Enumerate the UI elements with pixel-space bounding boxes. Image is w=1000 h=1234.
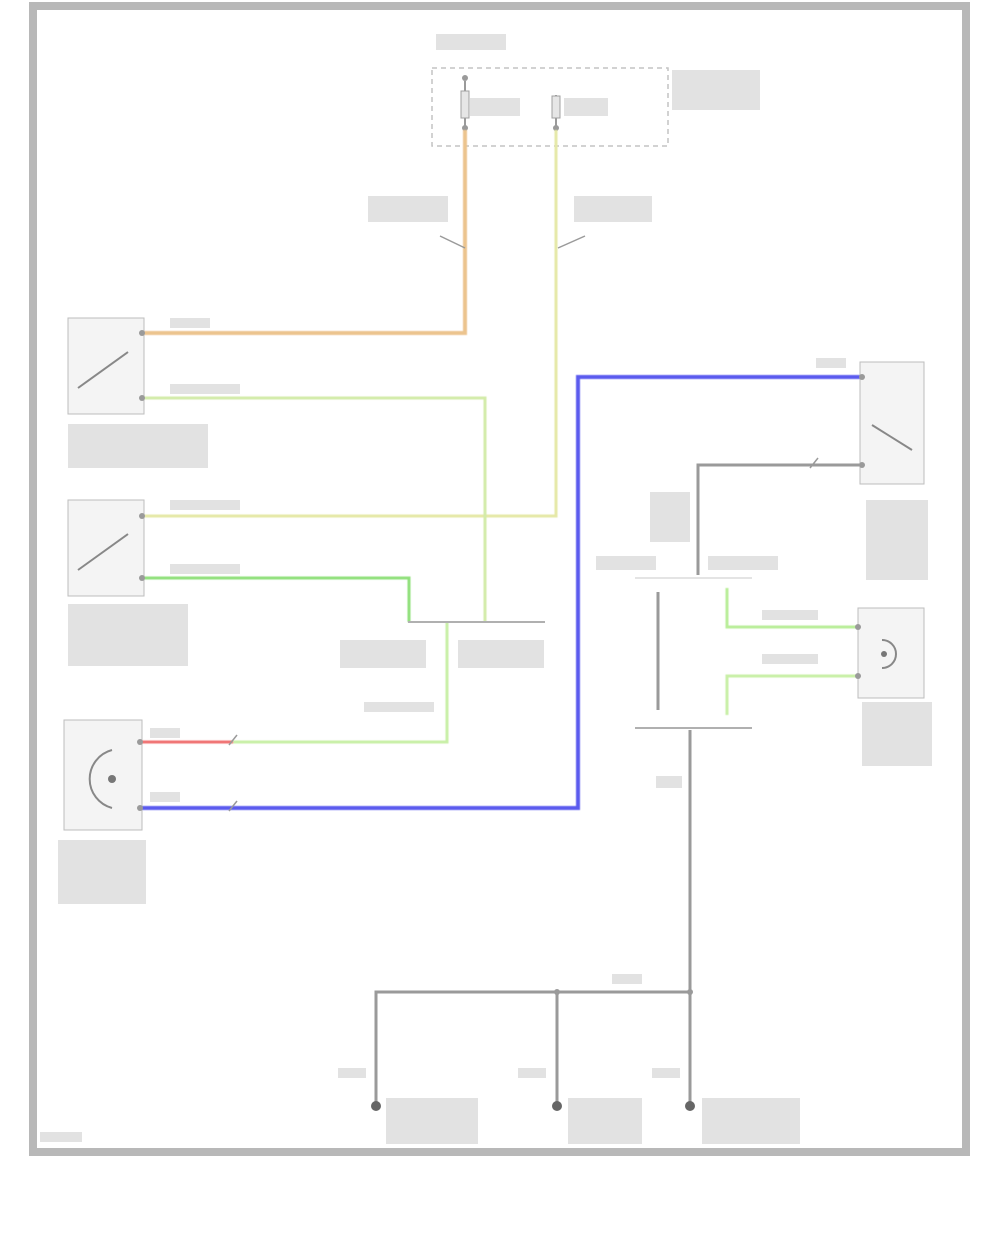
ground-3 — [685, 1101, 695, 1111]
ground-2 — [552, 1101, 562, 1111]
ascd-switch — [67, 499, 145, 597]
ground-3-icon — [685, 1101, 695, 1111]
wire-green-right-b — [725, 674, 858, 715]
wire-green-ascd — [142, 576, 411, 622]
illegible-label-blocks — [40, 34, 932, 1144]
wire-green-right-a — [725, 588, 858, 629]
ascd-actuator — [63, 719, 143, 831]
clutch-switch-right — [855, 607, 925, 699]
wire-ground-bus — [374, 990, 690, 1105]
wire-gray-right — [696, 463, 862, 575]
ground-1-icon — [371, 1101, 381, 1111]
wire-blue — [140, 375, 862, 810]
ground-2-icon — [552, 1101, 562, 1111]
fuse-a-icon — [460, 90, 470, 119]
stop-lamp-switch — [67, 317, 145, 415]
wire-green-stop — [142, 396, 487, 622]
sensor-icon — [881, 651, 887, 657]
actuator-icon — [108, 775, 116, 783]
connector-ticks — [228, 235, 819, 812]
wire-green-actuator — [233, 622, 449, 744]
ground-1 — [371, 1101, 381, 1111]
fuse-box — [431, 67, 669, 147]
wire-yellow-ascd — [142, 130, 558, 518]
brake-switch-right — [859, 361, 925, 485]
wire-orange-stop — [142, 130, 467, 335]
fuse-b-icon — [551, 95, 561, 119]
